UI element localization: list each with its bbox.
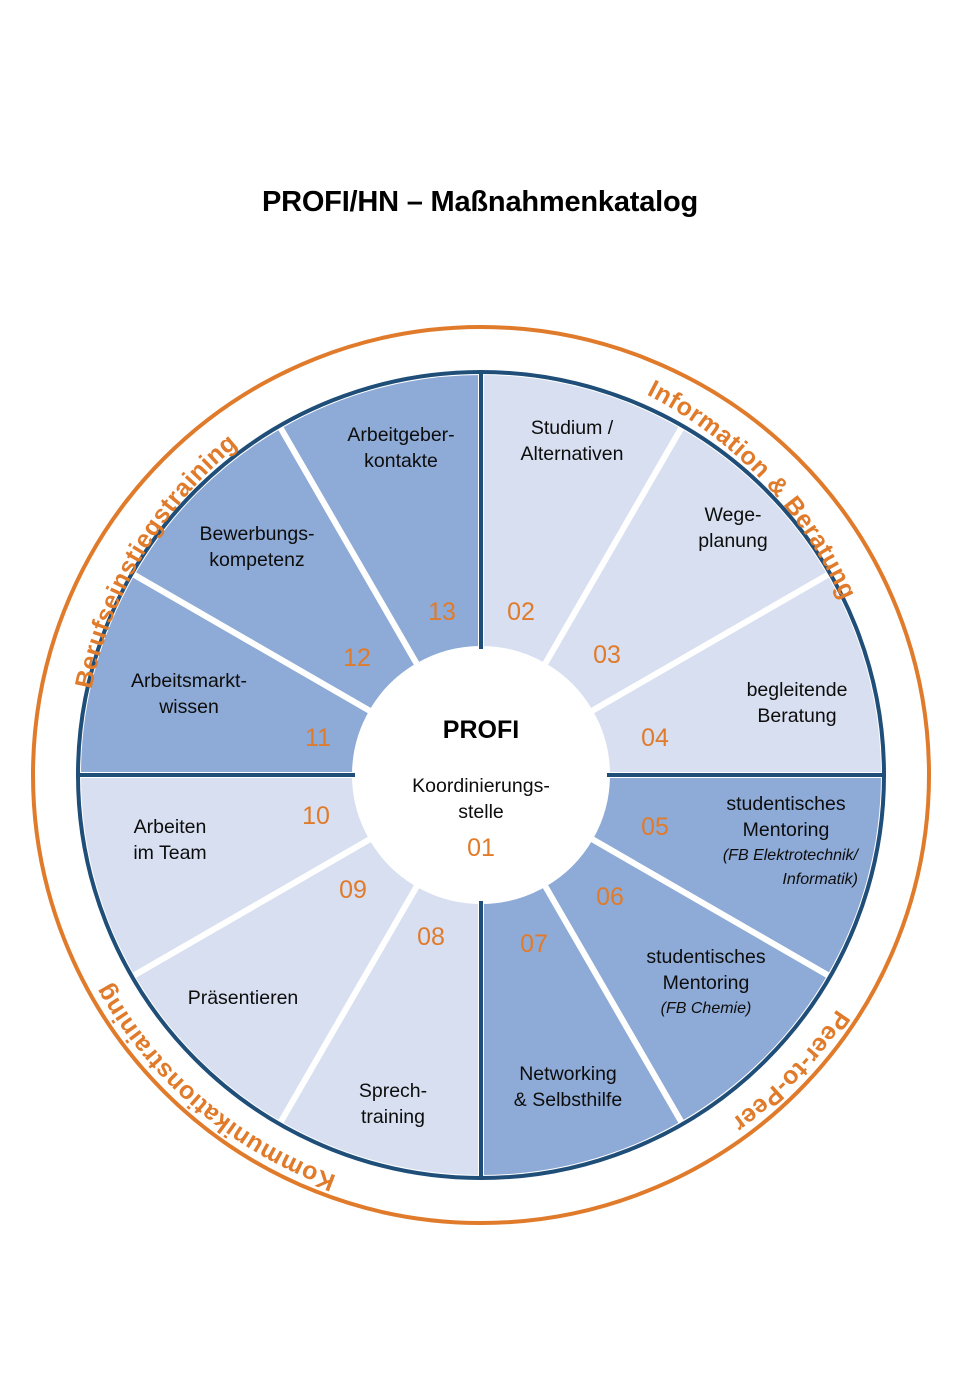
segment-label-04: Beratung (757, 705, 836, 727)
segment-label-13: kontakte (364, 450, 438, 472)
segment-label-03: planung (698, 530, 767, 552)
segment-label-06: studentisches (646, 946, 765, 968)
segment-label-13: Arbeitgeber- (347, 424, 454, 446)
segment-number-09: 09 (339, 876, 367, 904)
segment-label-10: im Team (133, 842, 206, 864)
segment-number-13: 13 (428, 598, 456, 626)
segment-labels: Studium / Alternativen 02 Wege-planung 03 beg… (131, 417, 860, 1128)
outer-orange-ring (31, 325, 931, 1225)
hub-subtitle-line2: stelle (458, 801, 504, 823)
segment-label-04: begleitende (747, 679, 848, 701)
segment-label-09: Präsentieren (188, 987, 299, 1009)
hub-subtitle-line1: Koordinierungs- (412, 775, 550, 797)
segment-number-04: 04 (641, 724, 669, 752)
segment-number-10: 10 (302, 802, 330, 830)
segment-number-06: 06 (596, 883, 624, 911)
segment-label-08: Sprech- (359, 1080, 427, 1102)
segment-label-07: & Selbsthilfe (514, 1089, 622, 1111)
segment-label-03: Wege- (704, 504, 761, 526)
segment-number-02: 02 (507, 598, 535, 626)
segment-label-05: studentisches (726, 793, 845, 815)
segment-sublabel-05: Informatik) (782, 871, 858, 888)
segment-label-10: Arbeiten (134, 816, 207, 838)
page-title: PROFI/HN – Maßnahmenkatalog (261, 186, 699, 218)
segment-number-08: 08 (417, 923, 445, 951)
segment-label-07: Networking (519, 1063, 617, 1085)
segment-label-08: training (361, 1106, 425, 1128)
center-hub (355, 649, 607, 901)
segment-label-02: Studium / (531, 417, 614, 439)
segment-label-05: Mentoring (743, 819, 830, 841)
segment-label-11: wissen (158, 696, 219, 718)
segment-sublabel-05: (FB Elektrotechnik/ (723, 847, 860, 864)
segment-sublabel-06: (FB Chemie) (661, 1000, 752, 1017)
wheel-outer-border (76, 370, 886, 1180)
segment-label-02: Alternativen (521, 443, 624, 465)
segment-label-12: Bewerbungs- (200, 523, 315, 545)
segment-number-12: 12 (343, 644, 371, 672)
segment-label-11: Arbeitsmarkt- (131, 670, 247, 692)
segment-label-12: kompetenz (209, 549, 304, 571)
segment-label-06: Mentoring (663, 972, 750, 994)
hub-number: 01 (467, 834, 495, 862)
segment-number-11: 11 (305, 724, 331, 752)
segment-number-05: 05 (641, 813, 669, 841)
hub-title: PROFI (443, 716, 519, 744)
segment-number-07: 07 (520, 930, 548, 958)
segment-number-03: 03 (593, 641, 621, 669)
